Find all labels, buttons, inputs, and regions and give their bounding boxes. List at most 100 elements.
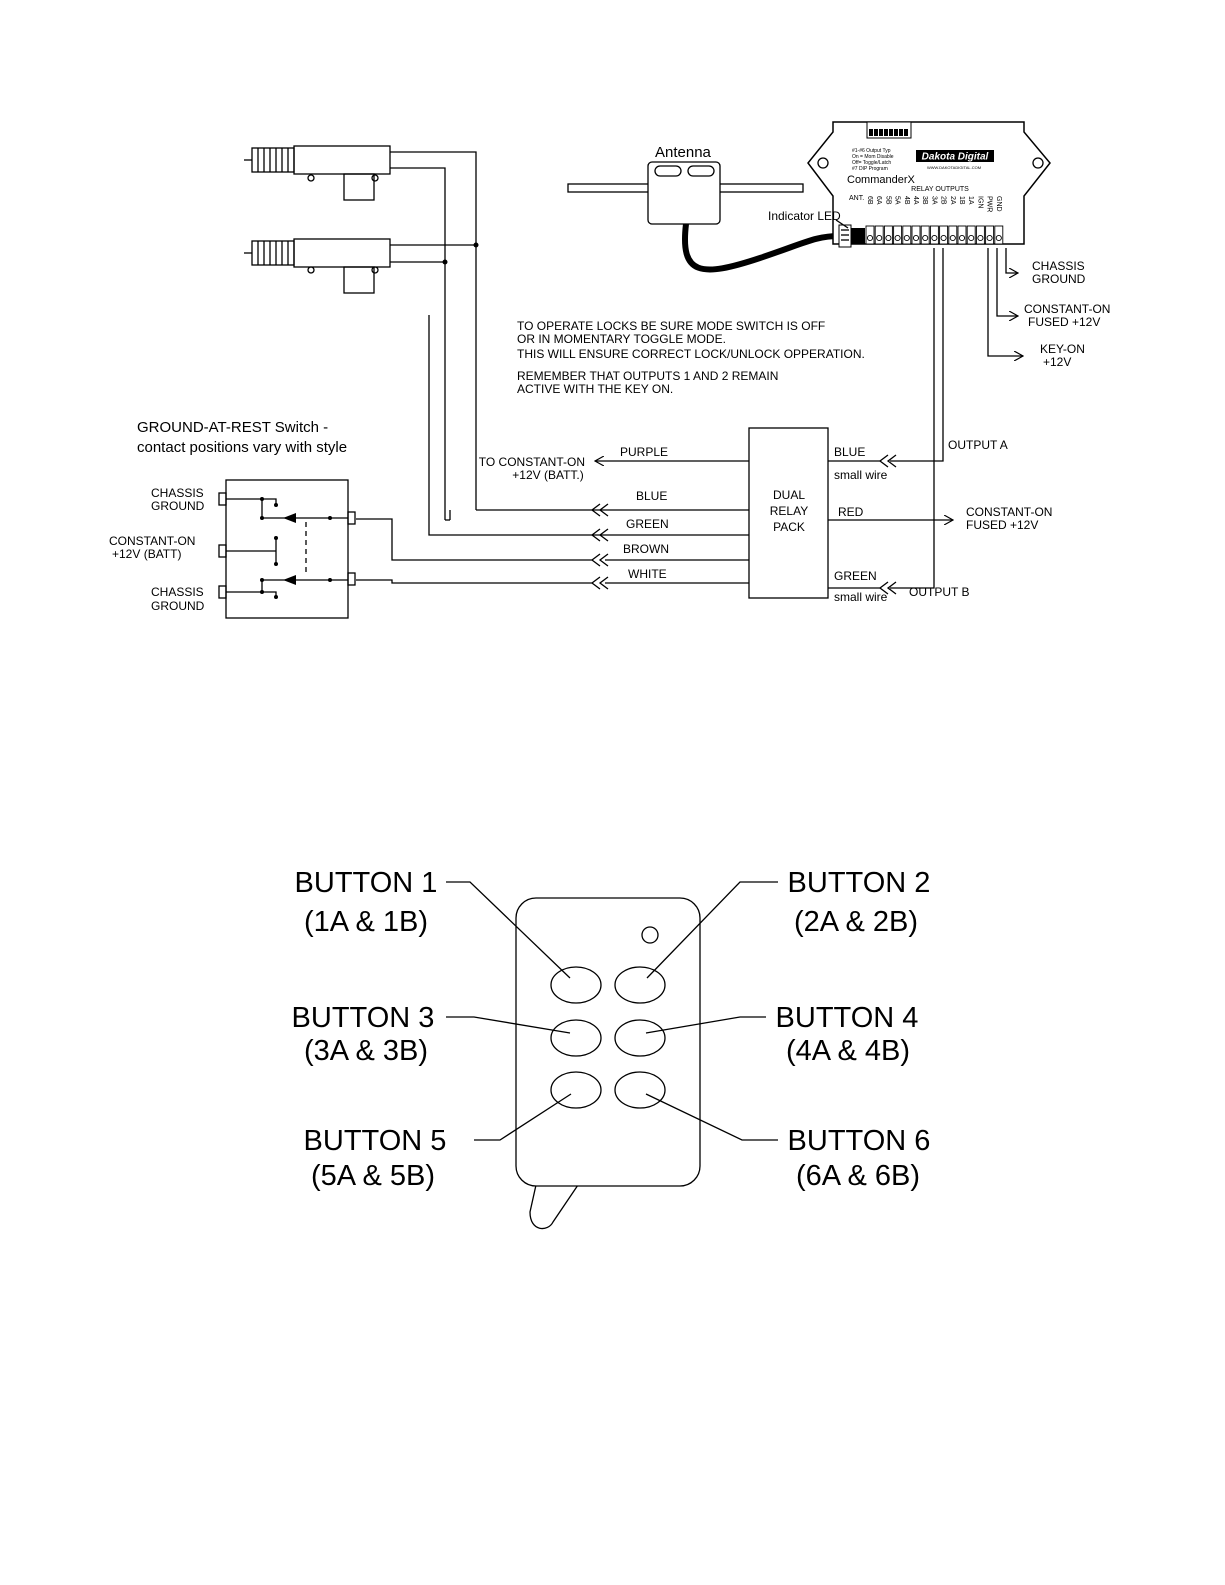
- relay-pack-label: DUAL: [773, 488, 805, 502]
- terminal-label: 2B: [940, 196, 947, 205]
- terminal-screw-icon: [912, 234, 920, 242]
- mode-note: #1-#6 Output Typ: [852, 148, 891, 154]
- antenna-label: Antenna: [655, 144, 712, 161]
- dip-switch: [869, 129, 908, 136]
- terminal-label: 4B: [903, 196, 910, 205]
- brand-logo: Dakota Digital: [922, 152, 989, 163]
- terminal-label: 2A: [949, 196, 956, 205]
- terminal-screw-icon: [903, 234, 910, 242]
- output-b-label: OUTPUT B: [909, 585, 969, 599]
- key-on-label: +12V: [1043, 355, 1071, 369]
- terminal-screw-icon: [986, 234, 993, 242]
- chassis-ground-label: GROUND: [1032, 272, 1086, 286]
- button-labels: BUTTON 1 (1A & 1B) BUTTON 2 (2A & 2B) BU…: [292, 867, 931, 1192]
- terminal-screw-icon: [949, 234, 956, 242]
- callout-lines: [446, 881, 778, 1141]
- led-indicator-icon: [641, 926, 659, 944]
- terminal-block: [865, 225, 1004, 245]
- terminal-label: 1B: [958, 196, 965, 205]
- mode-note: #7 DIP Program: [852, 166, 888, 172]
- dual-relay-pack: [748, 427, 829, 599]
- remote-button-2[interactable]: [614, 966, 666, 1004]
- lock-actuator-bottom: [244, 238, 391, 294]
- button-3-label: BUTTON 3: [292, 1002, 435, 1034]
- remote-button-6[interactable]: [614, 1071, 666, 1109]
- relay-outputs-label: RELAY OUTPUTS: [911, 186, 969, 193]
- brown-to-switch: [356, 518, 592, 561]
- button-2-pair: (2A & 2B): [794, 906, 918, 938]
- button-1-label: BUTTON 1: [295, 867, 438, 899]
- remote-fob: [515, 897, 701, 1230]
- wire-label-green: GREEN: [626, 517, 669, 531]
- note-line: TO OPERATE LOCKS BE SURE MODE SWITCH IS …: [517, 319, 825, 333]
- remote-button-5[interactable]: [550, 1071, 602, 1109]
- actuator-wires: [390, 151, 605, 536]
- button-6-pair: (6A & 6B): [796, 1160, 920, 1192]
- small-wire-label: small wire: [834, 468, 888, 482]
- output-a-label: OUTPUT A: [948, 438, 1008, 452]
- power-leads: [987, 248, 1023, 356]
- terminal-label: IGN: [976, 196, 983, 208]
- antenna: Antenna: [567, 144, 841, 273]
- terminal-screw-icon: [866, 234, 874, 242]
- to-constant-on-label: +12V (BATT.): [512, 468, 583, 482]
- remote-button-3[interactable]: [550, 1019, 602, 1057]
- terminal-screw-icon: [885, 234, 892, 242]
- to-constant-on-label: TO CONSTANT-ON: [479, 455, 585, 469]
- relay-pack-label: RELAY: [770, 504, 808, 518]
- ant-label: ANT.: [849, 195, 864, 202]
- model-name: CommanderX: [847, 174, 916, 186]
- button-4-pair: (4A & 4B): [786, 1035, 910, 1067]
- terminal-screw-icon: [940, 234, 947, 242]
- button-4-label: BUTTON 4: [776, 1002, 919, 1034]
- double-chevrons: [590, 503, 609, 590]
- terminal-screw-icon: [922, 234, 929, 242]
- switch-terminal-label: GROUND: [151, 499, 205, 513]
- chassis-ground-label: CHASSIS: [1032, 259, 1085, 273]
- switch-terminal-label: CHASSIS: [151, 585, 204, 599]
- terminal-label: 4A: [912, 196, 919, 205]
- operation-notes: TO OPERATE LOCKS BE SURE MODE SWITCH IS …: [517, 319, 865, 396]
- note-line: ACTIVE WITH THE KEY ON.: [517, 382, 673, 396]
- terminal-screw-icon: [894, 234, 901, 242]
- terminal-label: 5B: [884, 196, 891, 205]
- relay-pack-label: PACK: [773, 520, 805, 534]
- terminal-screw-icon: [995, 234, 1002, 242]
- indicator-led-label: Indicator LED: [768, 209, 841, 223]
- output-wires: [878, 248, 944, 595]
- button-5-label: BUTTON 5: [304, 1125, 447, 1157]
- button-2-label: BUTTON 2: [788, 867, 931, 899]
- wire-label-blue: BLUE: [636, 489, 667, 503]
- terminal-label: GND: [995, 196, 1002, 212]
- wire-label-red: RED: [838, 505, 864, 519]
- switch-title: GROUND-AT-REST Switch -: [137, 419, 328, 436]
- lock-actuator-top: [244, 145, 391, 201]
- terminal-label: 3B: [921, 196, 928, 205]
- terminal-label: 6B: [866, 196, 873, 205]
- wire-label-blue: BLUE: [834, 445, 865, 459]
- red-destination-label: FUSED +12V: [966, 518, 1038, 532]
- note-line: OR IN MOMENTARY TOGGLE MODE.: [517, 332, 726, 346]
- remote-button-1[interactable]: [550, 966, 602, 1004]
- wire-label-purple: PURPLE: [620, 445, 668, 459]
- button-1-pair: (1A & 1B): [304, 906, 428, 938]
- red-destination-label: CONSTANT-ON: [966, 505, 1052, 519]
- terminal-screw-icon: [931, 234, 938, 242]
- terminal-label: 5A: [894, 196, 901, 205]
- constant-on-label: CONSTANT-ON: [1024, 302, 1110, 316]
- switch-terminal-label: GROUND: [151, 599, 205, 613]
- terminal-screw-icon: [958, 234, 966, 242]
- mode-note: Off= Toggle/Latch: [852, 160, 891, 166]
- key-on-label: KEY-ON: [1040, 342, 1085, 356]
- wire-label-white: WHITE: [628, 567, 667, 581]
- button-5-pair: (5A & 5B): [311, 1160, 435, 1192]
- terminal-screw-icon: [977, 234, 984, 242]
- terminal-screw-icon: [876, 234, 883, 242]
- terminal-label: 6A: [875, 196, 882, 205]
- remote-button-4[interactable]: [614, 1019, 666, 1057]
- switch-terminal-label: +12V (BATT): [112, 547, 181, 561]
- note-line: THIS WILL ENSURE CORRECT LOCK/UNLOCK OPP…: [517, 347, 865, 361]
- terminal-label: 3A: [930, 196, 937, 205]
